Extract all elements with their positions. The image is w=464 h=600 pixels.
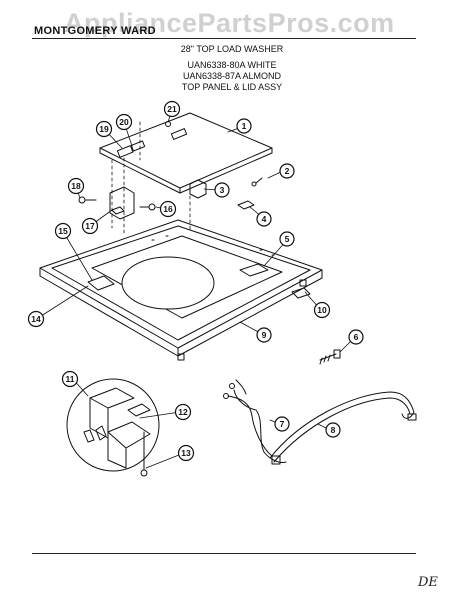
- callout-6: 6: [348, 329, 364, 345]
- callout-18: 18: [67, 177, 85, 195]
- svg-text:19: 19: [99, 124, 109, 134]
- lid-switch-detail: [66, 378, 160, 477]
- callout-15: 15: [54, 222, 72, 240]
- wire-harness: [223, 379, 417, 465]
- callout-2: 2: [279, 163, 295, 179]
- svg-text:6: 6: [354, 332, 359, 342]
- diagram-title-line-3: UAN6338-87A ALMOND: [182, 71, 282, 81]
- svg-text:13: 13: [181, 448, 191, 458]
- callout-12: 12: [174, 403, 192, 421]
- callout-4: 4: [256, 211, 272, 227]
- alignment-lines: [111, 121, 191, 237]
- svg-text:17: 17: [85, 221, 95, 231]
- callout-21: 21: [163, 100, 181, 118]
- top-panel-part: [39, 219, 323, 361]
- hinge-brackets: [109, 179, 255, 220]
- callout-14: 14: [27, 310, 45, 328]
- svg-text:15: 15: [58, 226, 68, 236]
- svg-text:11: 11: [66, 374, 75, 384]
- svg-text:20: 20: [119, 117, 129, 127]
- diagram-title-line-2: UAN6338-80A WHITE: [187, 60, 277, 70]
- svg-text:18: 18: [71, 181, 81, 191]
- screws: [78, 121, 263, 211]
- watermark: AppliancePartsPros.com: [64, 8, 395, 38]
- callout-5: 5: [279, 231, 295, 247]
- footer-rule: [32, 553, 416, 554]
- callout-20: 20: [115, 113, 133, 131]
- svg-text:9: 9: [262, 330, 267, 340]
- svg-text:4: 4: [262, 214, 267, 224]
- screw-part-6: [319, 349, 341, 365]
- svg-text:1: 1: [242, 121, 247, 131]
- header-rule: [32, 38, 416, 39]
- callout-1: 1: [236, 118, 252, 134]
- callout-13: 13: [177, 444, 195, 462]
- svg-text:16: 16: [163, 204, 173, 214]
- callout-3: 3: [214, 182, 230, 198]
- svg-text:14: 14: [31, 314, 41, 324]
- diagram-title-line-4: TOP PANEL & LID ASSY: [181, 82, 283, 92]
- callout-16: 16: [159, 200, 177, 218]
- brand-header: MONTGOMERY WARD: [34, 25, 156, 37]
- callout-17: 17: [81, 217, 99, 235]
- callout-10: 10: [313, 301, 331, 319]
- callout-8: 8: [325, 422, 341, 438]
- svg-text:7: 7: [280, 419, 285, 429]
- svg-text:8: 8: [331, 425, 336, 435]
- svg-text:2: 2: [285, 166, 290, 176]
- callout-11: 11: [61, 370, 79, 388]
- diagram-title-line-1: 28" TOP LOAD WASHER: [180, 44, 284, 54]
- handwritten-initials: DE: [418, 575, 438, 590]
- callout-19: 19: [95, 120, 113, 138]
- svg-text:10: 10: [317, 305, 327, 315]
- svg-text:3: 3: [220, 185, 225, 195]
- svg-text:5: 5: [285, 234, 290, 244]
- svg-text:21: 21: [167, 104, 177, 114]
- callout-7: 7: [274, 416, 290, 432]
- svg-text:12: 12: [178, 407, 188, 417]
- callout-9: 9: [256, 327, 272, 343]
